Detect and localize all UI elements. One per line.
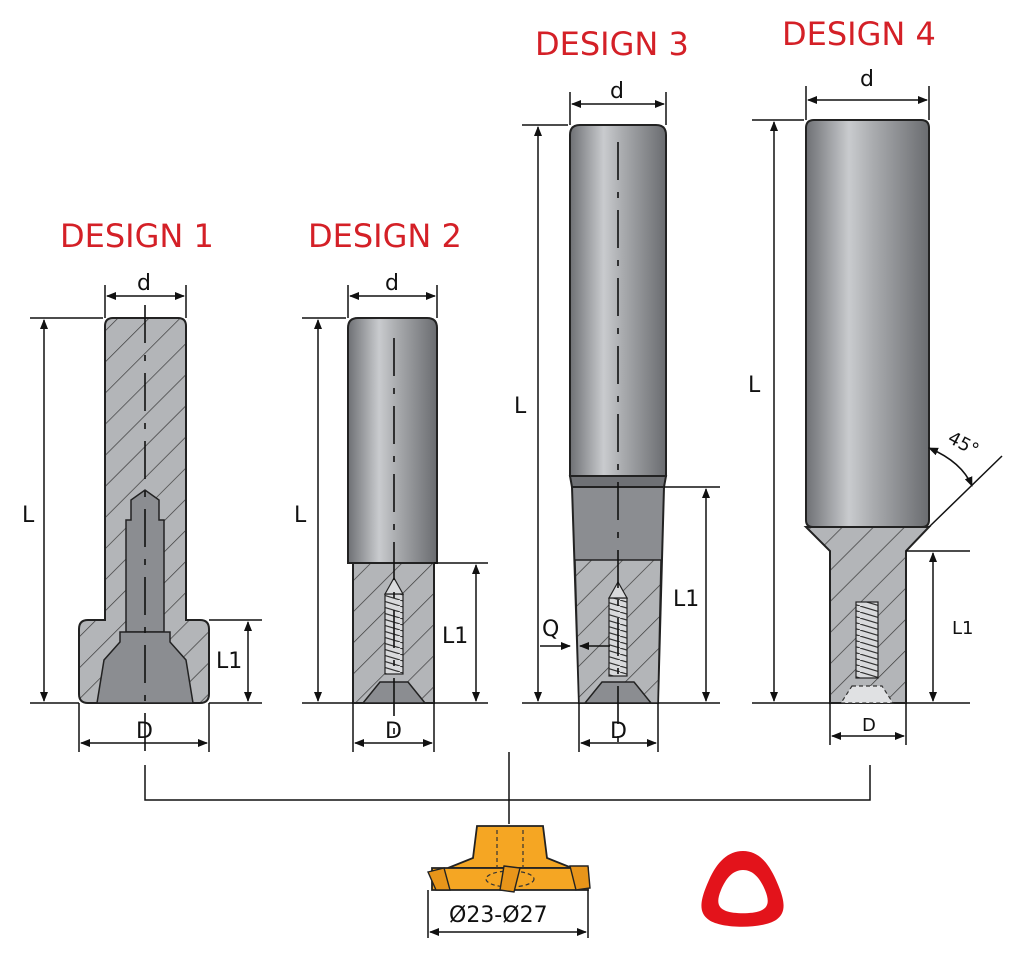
design-4: DESIGN 4 d L 45° L1 D <box>748 15 1003 745</box>
design-3: DESIGN 3 d L L1 Q D <box>514 25 720 752</box>
design-1-d-label: d <box>137 271 151 296</box>
design-3-L-label: L <box>514 394 527 419</box>
design-2-shank <box>347 317 438 564</box>
design-4-thread <box>855 601 879 679</box>
insert-drawing: Ø23-Ø27 <box>427 825 591 938</box>
design-3-Q-label: Q <box>542 617 559 642</box>
design-1-L1-label: L1 <box>216 649 242 674</box>
design-4-angle-label: 45° <box>944 428 982 462</box>
design-1-D-label: D <box>136 719 153 744</box>
insert-top-boss <box>447 825 573 869</box>
design-4-d-label: d <box>860 67 874 92</box>
design-3-L1-label: L1 <box>673 587 699 612</box>
design-2-L-label: L <box>294 503 307 528</box>
design-1: DESIGN 1 d L L1 D <box>22 217 262 755</box>
polygon-profile-icon <box>701 851 784 927</box>
design-4-cone-seat <box>839 685 895 704</box>
design-3-d-label: d <box>610 79 624 104</box>
design-4-shank <box>805 119 930 528</box>
design-1-title: DESIGN 1 <box>60 217 214 255</box>
design-4-L1-label: L1 <box>952 618 973 639</box>
design-3-point <box>607 580 629 599</box>
design-3-D-label: D <box>610 719 627 744</box>
design-connector-bracket <box>144 752 871 824</box>
insert-cutting-edge-left <box>427 867 451 891</box>
design-4-D-label: D <box>862 715 876 736</box>
design-2: DESIGN 2 d L L1 D <box>294 217 488 752</box>
design-2-title: DESIGN 2 <box>308 217 462 255</box>
design-3-title: DESIGN 3 <box>535 25 689 63</box>
design-2-d-label: d <box>385 271 399 296</box>
design-4-title: DESIGN 4 <box>782 15 936 53</box>
insert-cutting-edge-mid <box>499 865 521 893</box>
design-4-L-label: L <box>748 373 761 398</box>
design-2-D-label: D <box>385 719 402 744</box>
design-2-L1-label: L1 <box>442 624 468 649</box>
insert-cutting-edge-right <box>569 865 591 891</box>
insert-diameter-label: Ø23-Ø27 <box>449 903 548 928</box>
design-1-L-label: L <box>22 503 35 528</box>
